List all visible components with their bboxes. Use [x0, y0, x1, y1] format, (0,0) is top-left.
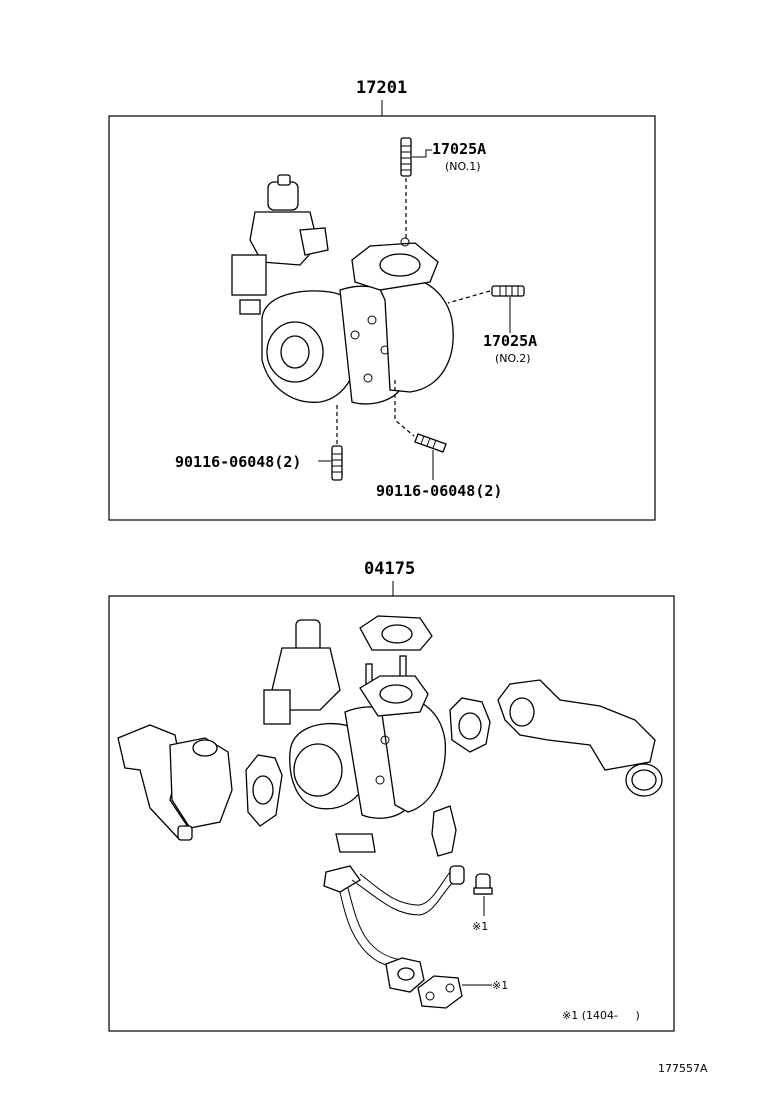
- turbocharger-illustration: [231, 174, 454, 405]
- gasket-kit-illustration: [117, 615, 663, 1009]
- diagram-code: 177557A: [658, 1062, 708, 1075]
- assembly-frame-04175: [108, 595, 675, 1032]
- assembly-part-number-17201: 17201: [356, 78, 407, 98]
- callout-note-no2: (NO.2): [495, 352, 531, 365]
- stud-bolt-right: [414, 433, 447, 453]
- callout-17025a-no2: 17025A: [483, 332, 537, 350]
- callout-17025a-no1: 17025A: [432, 140, 486, 158]
- stud-bolt-no2: [491, 285, 525, 297]
- callout-stud-left: 90116-06048(2): [175, 453, 301, 471]
- callout-note-no1: (NO.1): [445, 160, 481, 173]
- assembly-frame-17201: [108, 115, 656, 521]
- stud-bolt-left: [331, 445, 343, 481]
- stud-bolt-no1: [400, 137, 412, 177]
- assembly-part-number-04175: 04175: [364, 559, 415, 579]
- callout-mark-1a: ※1: [472, 920, 488, 933]
- footnote: ※1 (1404- ): [562, 1009, 640, 1022]
- callout-stud-right: 90116-06048(2): [376, 482, 502, 500]
- callout-mark-1b: ※1: [492, 979, 508, 992]
